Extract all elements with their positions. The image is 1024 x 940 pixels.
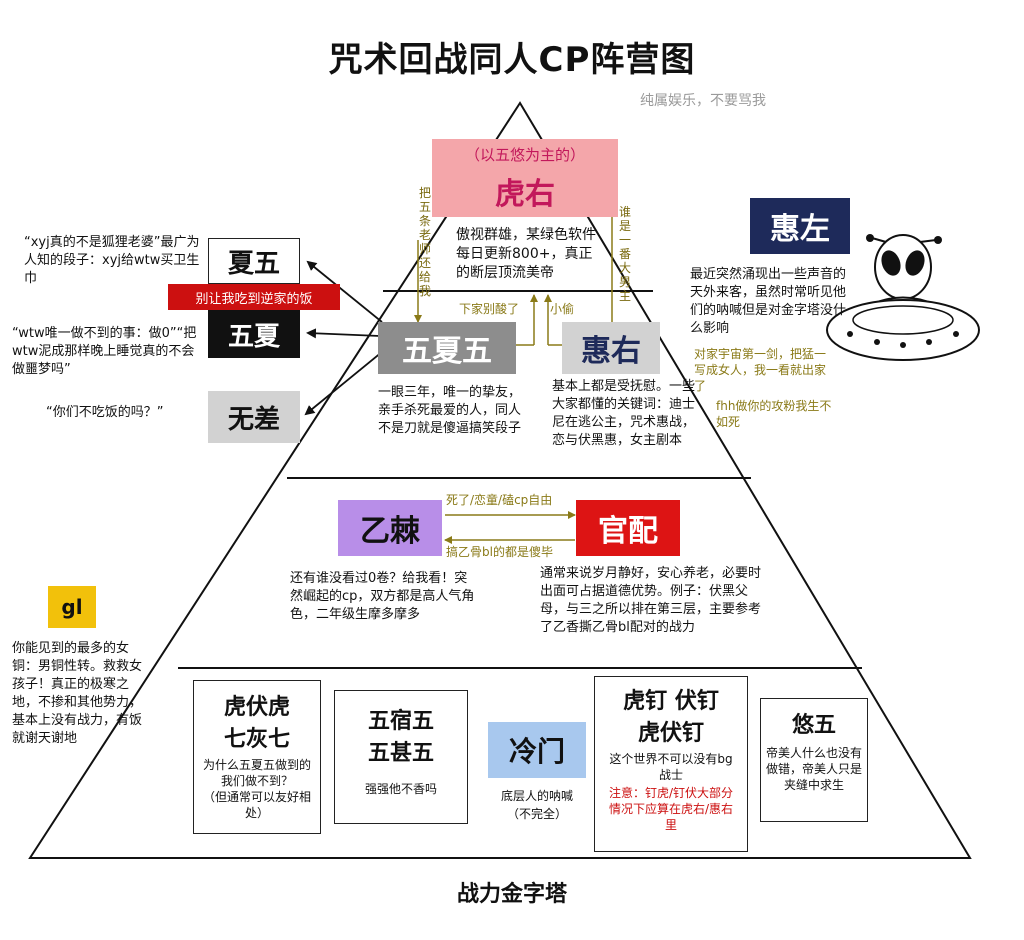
gl-label: gl <box>61 595 83 619</box>
tier2-wxw-box: 五夏五 <box>378 322 516 374</box>
tier1-desc: 傲视群雄，某绿色软件每日更新800+，真正的断层顶流美帝 <box>456 227 596 281</box>
tier4-b5-desc: 帝美人什么也没有做错，帝美人只是夹缝中求生 <box>766 746 863 792</box>
tier1-header-main: 虎右 <box>495 176 555 212</box>
tier4-b1-desc2: （但通常可以友好相处） <box>202 790 311 820</box>
tier2-hy-box: 惠右 <box>562 322 660 374</box>
tier1-left-vertical: 把五条老师还给我 <box>418 186 431 298</box>
tier4-b5-title: 悠五 <box>791 713 836 738</box>
tier4-b3-label: 冷门 <box>508 735 565 768</box>
arrow-to-wucha <box>304 351 383 416</box>
tier2-arrow-right-label: 小偷 <box>550 302 575 316</box>
side-wucha-label: 无差 <box>227 404 280 435</box>
huizuo-desc: 最近突然涌现出一些声音的天外来客，虽然时常听见他们的呐喊但是对金字塔没什么影响 <box>690 267 847 336</box>
arrow-to-wuxia <box>306 328 381 339</box>
side-wucha-quote: “你们不吃饭的吗？” <box>46 405 164 420</box>
tier2-hy-label: 惠右 <box>581 334 641 369</box>
tier4-b4-title2: 虎伏钉 <box>637 721 704 746</box>
side-xiawu-quote: “xyj真的不是狐狸老婆”最广为人知的段子：xyj给wtw买卫生巾 <box>24 235 200 286</box>
side-xiawu-label: 夏五 <box>227 248 280 279</box>
side-wuxia-label: 五夏 <box>227 321 280 352</box>
tier1-header: （以五悠为主的） 虎右 <box>432 139 618 217</box>
side-wuxia-quote: “wtw唯一做不到的事：做0”“把wtw泥成那样晚上睡觉真的不会做噩梦吗” <box>12 326 197 377</box>
huizuo-olive-comment-2: fhh做你的攻粉我生不如死 <box>716 399 832 429</box>
huizuo-olive-comment: 对家宇宙第一剑，把猛一写成女人，我一看就出家了 <box>694 347 827 393</box>
arrow-to-xiawu <box>306 260 383 323</box>
tier3-yiji-label: 乙棘 <box>360 514 420 549</box>
tier4-b1-desc: 为什么五夏五做到的我们做不到？ <box>202 758 311 788</box>
side-banner-text: 别让我吃到逆家的饭 <box>195 291 313 307</box>
tier4-b2-title2: 五甚五 <box>367 741 434 766</box>
gl-desc: 你能见到的最多的女铜：男铜性转。救救女孩子！真正的极寒之地，不掺和其他势力，基本… <box>12 641 143 746</box>
alien-ufo-illustration <box>826 234 980 361</box>
tier4-b1-title2: 七灰七 <box>223 727 290 752</box>
huizuo-box: 惠左 <box>750 198 850 254</box>
tier1-right-vertical: 谁是一番大男主 <box>618 205 631 303</box>
tier4-b2-desc: 强强他不香吗 <box>364 782 437 796</box>
tier4-b5-box: 悠五 帝美人什么也没有做错，帝美人只是夹缝中求生 <box>760 698 868 822</box>
tier4-b1-box: 虎伏虎 七灰七 为什么五夏五做到的我们做不到？ （但通常可以友好相处） <box>193 680 321 834</box>
tier4-b4-note: 注意：钉虎/钉伏大部分情况下应算在虎右/惠右里 <box>608 786 734 832</box>
side-banner: 别让我吃到逆家的饭 <box>168 284 340 310</box>
tier3-guanpei-label: 官配 <box>598 514 658 549</box>
page-title: 咒术回战同人CP阵营图 <box>328 40 696 80</box>
side-wuxia-box: 五夏 <box>208 310 300 358</box>
side-xiawu-box: 夏五 <box>208 238 300 284</box>
tier2-hy-desc: 基本上都是受抚慰。一些大家都懂的关键词：迪士尼在逃公主，咒术惠战，恋与伏黑惠，女… <box>552 379 696 448</box>
tier3-yiji-desc: 还有谁没看过0卷？给我看！突然崛起的cp，双方都是高人气角色，二年级生摩多摩多 <box>290 571 475 622</box>
tier2-arrow-left-label: 下家别酸了 <box>459 302 520 316</box>
pyramid-footer: 战力金字塔 <box>456 882 567 907</box>
tier2-wxw-label: 五夏五 <box>402 334 492 369</box>
tier3-guanpei-desc: 通常来说岁月静好，安心养老，必要时出面可占据道德优势。例子：伏黑父母，与三之所以… <box>540 566 762 635</box>
side-wucha-box: 无差 <box>208 391 300 443</box>
tier1-header-sub: （以五悠为主的） <box>464 145 585 164</box>
tier4-b4-desc: 这个世界不可以没有bg战士 <box>609 752 733 782</box>
pyramid-outline <box>28 101 972 859</box>
tier4-b2-box: 五宿五 五甚五 强强他不香吗 <box>334 690 468 824</box>
tier3-arrow-bottom-label: 搞乙骨bl的都是傻毕 <box>446 545 553 559</box>
tier4-b1-title1: 虎伏虎 <box>223 695 290 720</box>
tier4-b3-desc2: （不完全） <box>506 807 567 821</box>
tier2-wxw-desc: 一眼三年，唯一的挚友，亲手杀死最爱的人，同人不是刀就是傻逼搞笑段子 <box>378 385 522 436</box>
huizuo-label: 惠左 <box>770 212 830 247</box>
gl-box: gl <box>48 586 96 628</box>
tier4-b4-title1: 虎钉 伏钉 <box>623 689 719 714</box>
page-subtitle: 纯属娱乐，不要骂我 <box>640 93 766 109</box>
tier4-b4-box: 虎钉 伏钉 虎伏钉 这个世界不可以没有bg战士 注意：钉虎/钉伏大部分情况下应算… <box>594 676 748 852</box>
tier3-arrow-top-label: 死了/恋童/磕cp自由 <box>446 493 553 507</box>
tier3-yiji-box: 乙棘 <box>338 500 442 556</box>
tier4-b3-box: 冷门 <box>488 722 586 778</box>
tier3-guanpei-box: 官配 <box>576 500 680 556</box>
tier4-b2-title1: 五宿五 <box>367 709 434 734</box>
tier4-b3-desc: 底层人的呐喊 <box>500 789 573 803</box>
